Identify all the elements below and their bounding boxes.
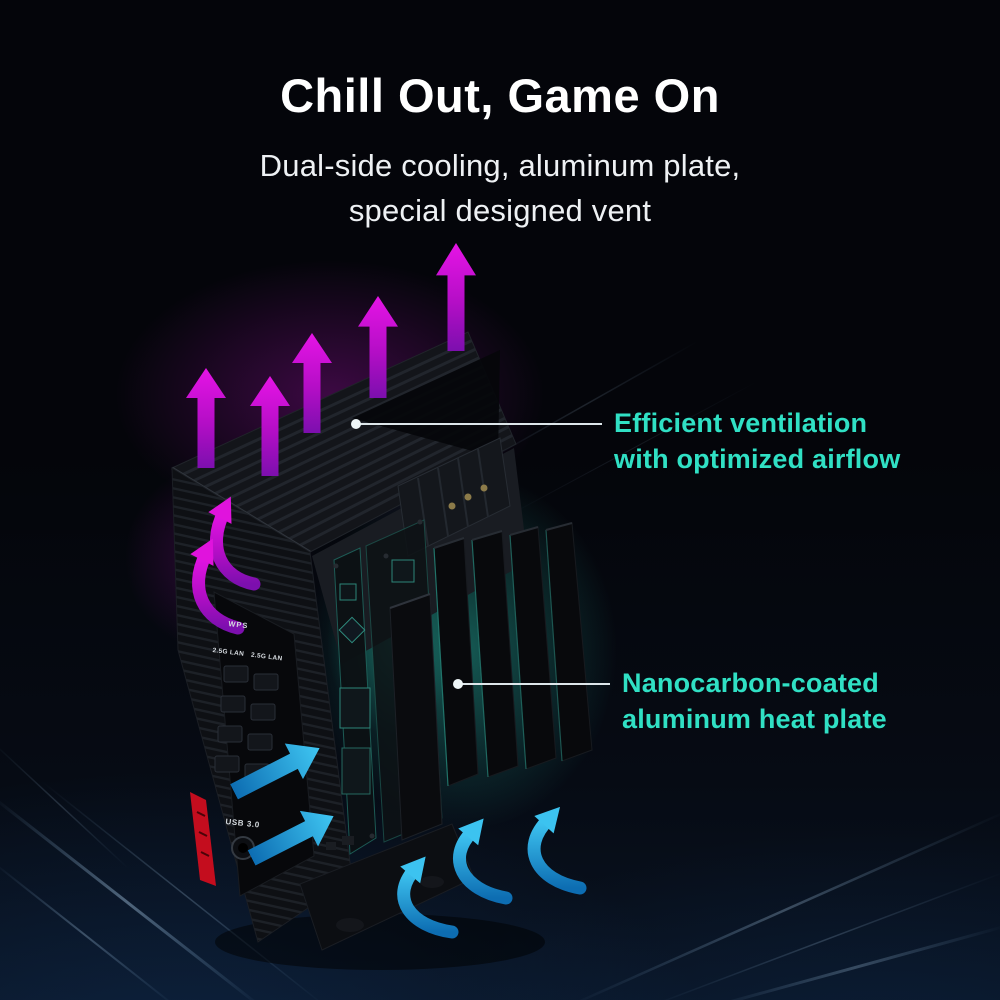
callout-dot: [351, 419, 361, 429]
antenna-connector: [448, 502, 456, 510]
device-roof: [170, 331, 517, 554]
page-title: Chill Out, Game On: [280, 69, 720, 122]
subtitle-line-2: special designed vent: [348, 193, 652, 228]
device-shadow: [215, 914, 545, 970]
callout-leaders: [351, 419, 610, 689]
callout-heat-plate: Nanocarbon-coated aluminum heat plate: [622, 666, 887, 737]
antenna-connector: [480, 484, 488, 492]
usb-port: [231, 836, 255, 860]
callout-line: Nanocarbon-coated: [622, 668, 879, 698]
cpu-chip: [338, 616, 366, 644]
heat-plates: [389, 522, 593, 841]
ventilation-arrows-magenta: [186, 243, 476, 635]
router-device: [170, 331, 593, 970]
callout-line: aluminum heat plate: [622, 703, 887, 734]
roof-vent-recess: [352, 350, 500, 458]
curved-airflow-arrow-icon: [208, 490, 261, 591]
callout-dot: [453, 679, 463, 689]
callout-line: Efficient ventilation: [614, 408, 868, 438]
rog-red-accent: [190, 792, 216, 886]
curved-intake-arrow-icon: [397, 848, 459, 939]
curved-airflow-arrow-icon: [190, 532, 245, 635]
intake-arrows-blue: [224, 730, 587, 939]
curved-intake-arrow-icon: [527, 798, 587, 895]
callout-efficient-ventilation: Efficient ventilation with optimized air…: [614, 406, 900, 477]
curved-intake-arrow-icon: [453, 810, 513, 905]
device-base: [299, 823, 475, 951]
antenna-connector: [464, 493, 472, 501]
subtitle-line-1: Dual-side cooling, aluminum plate,: [259, 148, 741, 183]
callout-line: with optimized airflow: [614, 443, 901, 474]
